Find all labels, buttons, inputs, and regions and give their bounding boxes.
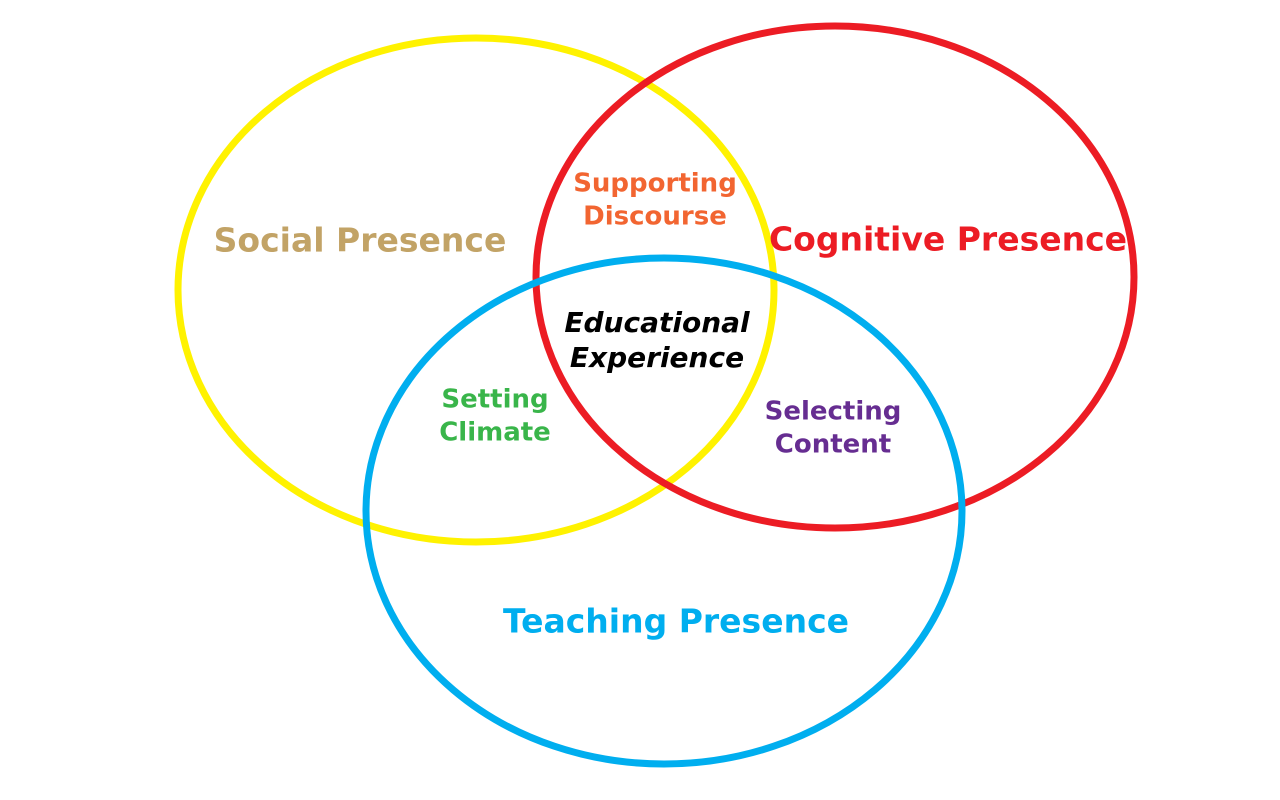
educational-experience-label: Educational Experience [564, 305, 749, 375]
cognitive-presence-label: Cognitive Presence [768, 219, 1128, 259]
experience-text: Experience [569, 341, 745, 374]
social-presence-label: Social Presence [213, 220, 507, 260]
discourse-text: Discourse [583, 201, 727, 231]
cognitive-presence-circle [532, 22, 1138, 532]
supporting-discourse-label: Supporting Discourse [573, 168, 737, 233]
content-text: Content [774, 429, 892, 459]
teaching-presence-label: Teaching Presence [502, 601, 850, 641]
teaching-presence-circle [362, 254, 966, 768]
setting-climate-label: Setting Climate [439, 384, 551, 449]
climate-text: Climate [439, 417, 551, 447]
social-presence-circle [174, 34, 778, 546]
educational-text: Educational [564, 306, 750, 339]
supporting-text: Supporting [573, 168, 737, 199]
selecting-content-label: Selecting Content [765, 396, 902, 461]
setting-text: Setting [441, 384, 549, 415]
selecting-text: Selecting [764, 396, 902, 427]
